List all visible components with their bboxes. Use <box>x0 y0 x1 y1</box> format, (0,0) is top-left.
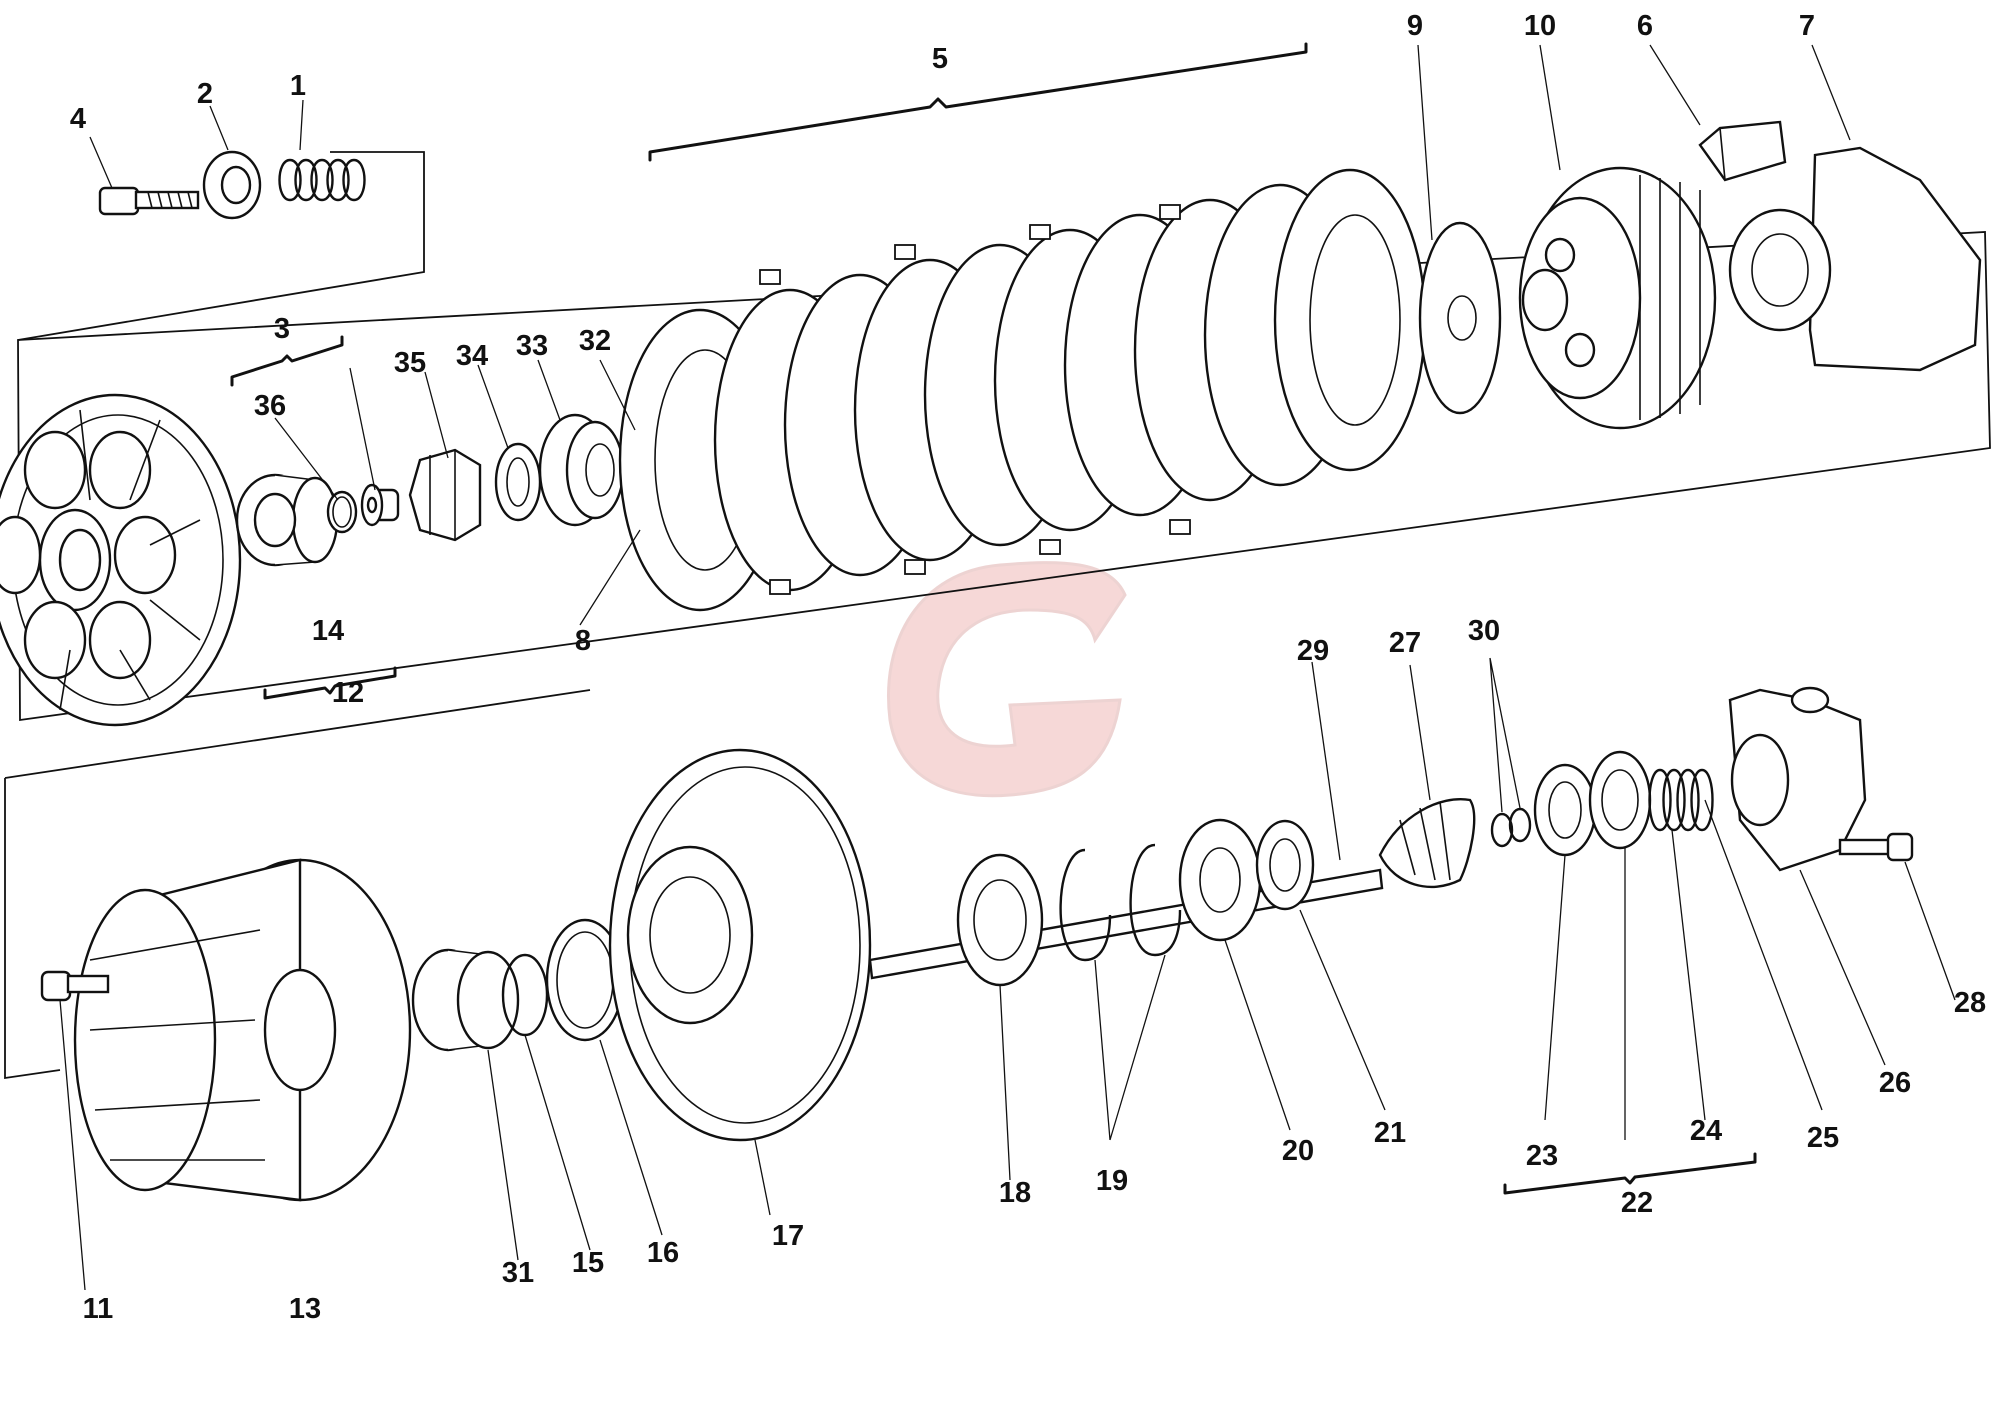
callout-labels: 1 2 3 4 5 6 7 8 9 10 11 12 13 14 15 16 1… <box>70 10 1986 1325</box>
callout-9: 9 <box>1407 10 1423 42</box>
callout-6: 6 <box>1637 10 1653 42</box>
callout-35: 35 <box>394 347 426 379</box>
brace-group-5 <box>648 42 1308 162</box>
callout-26: 26 <box>1879 1067 1911 1099</box>
callout-1: 1 <box>290 70 306 102</box>
leader-lines <box>59 44 1956 1291</box>
callout-11: 11 <box>83 1293 114 1325</box>
screw-part-4 <box>98 186 200 216</box>
ring-part-30a <box>1490 812 1514 848</box>
callout-36: 36 <box>254 390 286 422</box>
callout-12: 12 <box>332 677 364 709</box>
boot-part-27 <box>1378 798 1476 888</box>
cover-housing-part-7 <box>1728 146 1982 372</box>
callout-13: 13 <box>289 1293 321 1325</box>
clutch-hub-part-10 <box>1518 166 1717 430</box>
pressure-plate <box>0 393 242 727</box>
washer-part-34 <box>494 442 542 522</box>
bearing-part-14 <box>235 473 339 567</box>
callout-22: 22 <box>1621 1187 1653 1219</box>
callout-5: 5 <box>932 43 948 75</box>
bearing-part-20 <box>1178 818 1262 942</box>
clutch-plate-pack-part-5 <box>618 168 1427 612</box>
spring-part-24 <box>1648 768 1714 832</box>
sleeve-part-31 <box>411 948 520 1052</box>
callout-8: 8 <box>575 625 591 657</box>
callout-10: 10 <box>1524 10 1556 42</box>
callout-34: 34 <box>456 340 488 372</box>
cylinder-part-22 <box>1588 750 1652 850</box>
pushrod-part-3 <box>360 483 400 527</box>
callout-32: 32 <box>579 325 611 357</box>
callout-15: 15 <box>572 1247 604 1279</box>
slave-cylinder-part-26 <box>1728 686 1867 872</box>
piston-part-23 <box>1533 763 1597 857</box>
brace-group-3 <box>230 335 344 387</box>
bearing-part-18 <box>956 853 1044 987</box>
clutch-basket-part-13 <box>73 858 412 1202</box>
callout-2: 2 <box>197 78 213 110</box>
callout-18: 18 <box>999 1177 1031 1209</box>
gear-part-17 <box>608 748 872 1142</box>
callout-28: 28 <box>1954 987 1986 1019</box>
callout-21: 21 <box>1374 1117 1406 1149</box>
callout-25: 25 <box>1807 1122 1839 1154</box>
callout-29: 29 <box>1297 635 1329 667</box>
callout-27: 27 <box>1389 627 1421 659</box>
block-part-6 <box>1698 120 1787 182</box>
callout-16: 16 <box>647 1237 679 1269</box>
callout-20: 20 <box>1282 1135 1314 1167</box>
callout-3: 3 <box>274 313 290 345</box>
spring-group-frame <box>17 151 425 341</box>
callout-14: 14 <box>312 615 344 647</box>
circlip-part-19a <box>1059 848 1112 962</box>
bearing-cup-part-33 <box>538 413 625 527</box>
nut-part-35 <box>408 448 482 542</box>
callout-4: 4 <box>70 103 86 135</box>
lower-frame-lines <box>4 689 591 1080</box>
callout-30: 30 <box>1468 615 1500 647</box>
callout-31: 31 <box>502 1257 534 1289</box>
bolt-part-11 <box>40 970 110 1002</box>
callout-17: 17 <box>772 1220 804 1252</box>
callout-23: 23 <box>1526 1140 1558 1172</box>
bolt-part-28 <box>1838 832 1914 862</box>
circlip-part-19b <box>1129 843 1182 957</box>
thrust-plate-part-9 <box>1418 221 1502 415</box>
callout-7: 7 <box>1799 10 1815 42</box>
callout-19: 19 <box>1096 1165 1128 1197</box>
washer-part-2 <box>202 150 262 220</box>
callout-33: 33 <box>516 330 548 362</box>
brace-group-12 <box>263 666 397 700</box>
watermark-logo <box>887 561 1127 798</box>
callout-24: 24 <box>1690 1115 1722 1147</box>
spring-part-1 <box>278 158 366 202</box>
ring-part-30b <box>1508 807 1532 843</box>
ring-part-21 <box>1255 819 1315 911</box>
brace-group-22 <box>1503 1152 1757 1195</box>
